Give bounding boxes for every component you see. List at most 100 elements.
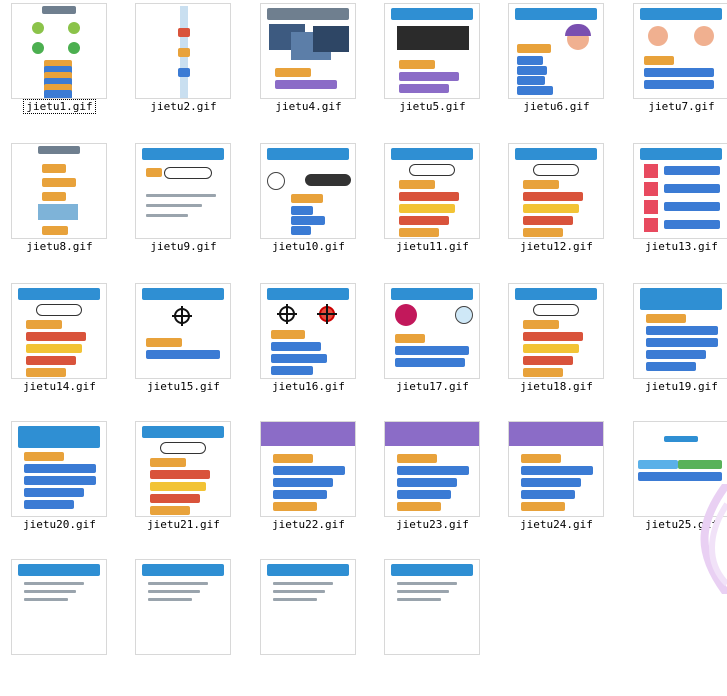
- code-block: [44, 72, 72, 81]
- code-block: [523, 228, 563, 237]
- thumbnail-item[interactable]: jietu2.gif: [124, 2, 236, 140]
- thumbnail-image[interactable]: [508, 421, 604, 517]
- thumbnail-item[interactable]: jietu22.gif: [249, 420, 361, 558]
- thumbnail-image[interactable]: [384, 3, 480, 99]
- code-block: [44, 60, 72, 69]
- thumbnail-image[interactable]: [384, 559, 480, 655]
- thumbnail-image[interactable]: [384, 143, 480, 239]
- file-name-text: jietu18.gif: [520, 380, 593, 393]
- thumbnail-image[interactable]: [260, 143, 356, 239]
- text-line: [146, 214, 188, 217]
- thumbnail-item[interactable]: jietu5.gif: [373, 2, 485, 140]
- thumbnail-image[interactable]: [135, 143, 231, 239]
- thumbnail-item[interactable]: jietu19.gif: [622, 282, 727, 420]
- thumbnail-item[interactable]: jietu24.gif: [497, 420, 609, 558]
- thumb-header: [391, 148, 473, 160]
- code-block: [397, 490, 451, 499]
- code-block: [517, 66, 547, 75]
- thumbnail-image[interactable]: [633, 3, 727, 99]
- thumbnail-item[interactable]: jietu14.gif: [0, 282, 112, 420]
- thumbnail-image[interactable]: [11, 421, 107, 517]
- thumbnail-image[interactable]: [135, 283, 231, 379]
- thumbnail-image[interactable]: [633, 143, 727, 239]
- code-block: [523, 192, 583, 201]
- thumbnail-item[interactable]: [124, 558, 236, 696]
- thumbnail-image[interactable]: [260, 3, 356, 99]
- thumbnail-item[interactable]: [249, 558, 361, 696]
- code-block: [291, 194, 323, 203]
- number-tile: [644, 200, 658, 214]
- thumbnail-image[interactable]: [11, 559, 107, 655]
- thumbnail-item[interactable]: jietu4.gif: [249, 2, 361, 140]
- thumb-header: [640, 148, 722, 160]
- thumbnail-image[interactable]: [135, 3, 231, 99]
- thumbnail-item[interactable]: jietu6.gif: [497, 2, 609, 140]
- thumb-header: [18, 564, 100, 576]
- code-block: [273, 490, 327, 499]
- thumbnail-image[interactable]: [260, 421, 356, 517]
- thumbnail-image[interactable]: [135, 559, 231, 655]
- thumbnail-item[interactable]: [373, 558, 485, 696]
- thumbnail-image[interactable]: [11, 283, 107, 379]
- code-block: [523, 332, 583, 341]
- code-block: [42, 226, 68, 235]
- file-name-label: jietu10.gif: [249, 240, 368, 254]
- thumbnail-item[interactable]: jietu17.gif: [373, 282, 485, 420]
- text-line: [273, 582, 333, 585]
- thumbnail-image[interactable]: [11, 3, 107, 99]
- character-figure: [68, 42, 80, 54]
- thumbnail-item[interactable]: jietu20.gif: [0, 420, 112, 558]
- thumbnail-item[interactable]: jietu7.gif: [622, 2, 727, 140]
- thumbnail-item[interactable]: jietu1.gif: [0, 2, 112, 140]
- thumb-header: [640, 288, 722, 310]
- thumbnail-item[interactable]: jietu18.gif: [497, 282, 609, 420]
- thumbnail-item[interactable]: jietu8.gif: [0, 142, 112, 280]
- file-name-text: jietu25.gif: [645, 518, 718, 531]
- thumbnail-item[interactable]: jietu10.gif: [249, 142, 361, 280]
- code-block: [644, 80, 714, 89]
- code-block: [26, 368, 66, 377]
- text-line: [148, 598, 192, 601]
- message-pill: [160, 442, 206, 454]
- thumb-header: [385, 422, 479, 446]
- code-block: [399, 192, 459, 201]
- thumbnail-item[interactable]: jietu16.gif: [249, 282, 361, 420]
- code-block: [521, 466, 593, 475]
- thumbnail-image[interactable]: [135, 421, 231, 517]
- text-line: [24, 582, 84, 585]
- file-name-text: jietu10.gif: [272, 240, 345, 253]
- code-block: [399, 216, 449, 225]
- thumbnail-item[interactable]: jietu9.gif: [124, 142, 236, 280]
- text-line: [148, 582, 208, 585]
- thumbnail-image[interactable]: [508, 143, 604, 239]
- code-block: [523, 180, 559, 189]
- thumbnail-image[interactable]: [11, 143, 107, 239]
- thumbnail-item[interactable]: jietu11.gif: [373, 142, 485, 280]
- code-block: [521, 502, 565, 511]
- thumbnail-image[interactable]: [633, 283, 727, 379]
- code-block: [678, 460, 722, 469]
- file-name-text: jietu22.gif: [272, 518, 345, 531]
- thumbnail-item[interactable]: jietu15.gif: [124, 282, 236, 420]
- code-block: [44, 78, 72, 87]
- thumbnail-item[interactable]: jietu12.gif: [497, 142, 609, 280]
- text-line: [273, 598, 317, 601]
- thumb-header: [267, 8, 349, 20]
- thumbnail-image[interactable]: [508, 3, 604, 99]
- thumbnail-item[interactable]: [0, 558, 112, 696]
- message-pill: [36, 304, 82, 316]
- thumbnail-image[interactable]: [260, 283, 356, 379]
- code-block: [664, 166, 720, 175]
- thumbnail-item[interactable]: jietu23.gif: [373, 420, 485, 558]
- file-name-label: jietu4.gif: [249, 100, 368, 114]
- code-block: [273, 478, 333, 487]
- thumbnail-image[interactable]: [508, 283, 604, 379]
- thumbnail-image[interactable]: [384, 421, 480, 517]
- thumbnail-image[interactable]: [384, 283, 480, 379]
- thumb-header: [391, 288, 473, 300]
- thumbnail-item[interactable]: jietu21.gif: [124, 420, 236, 558]
- thumbnail-item[interactable]: jietu13.gif: [622, 142, 727, 280]
- thumbnail-image[interactable]: [260, 559, 356, 655]
- code-block: [291, 206, 313, 215]
- thumb-header: [267, 564, 349, 576]
